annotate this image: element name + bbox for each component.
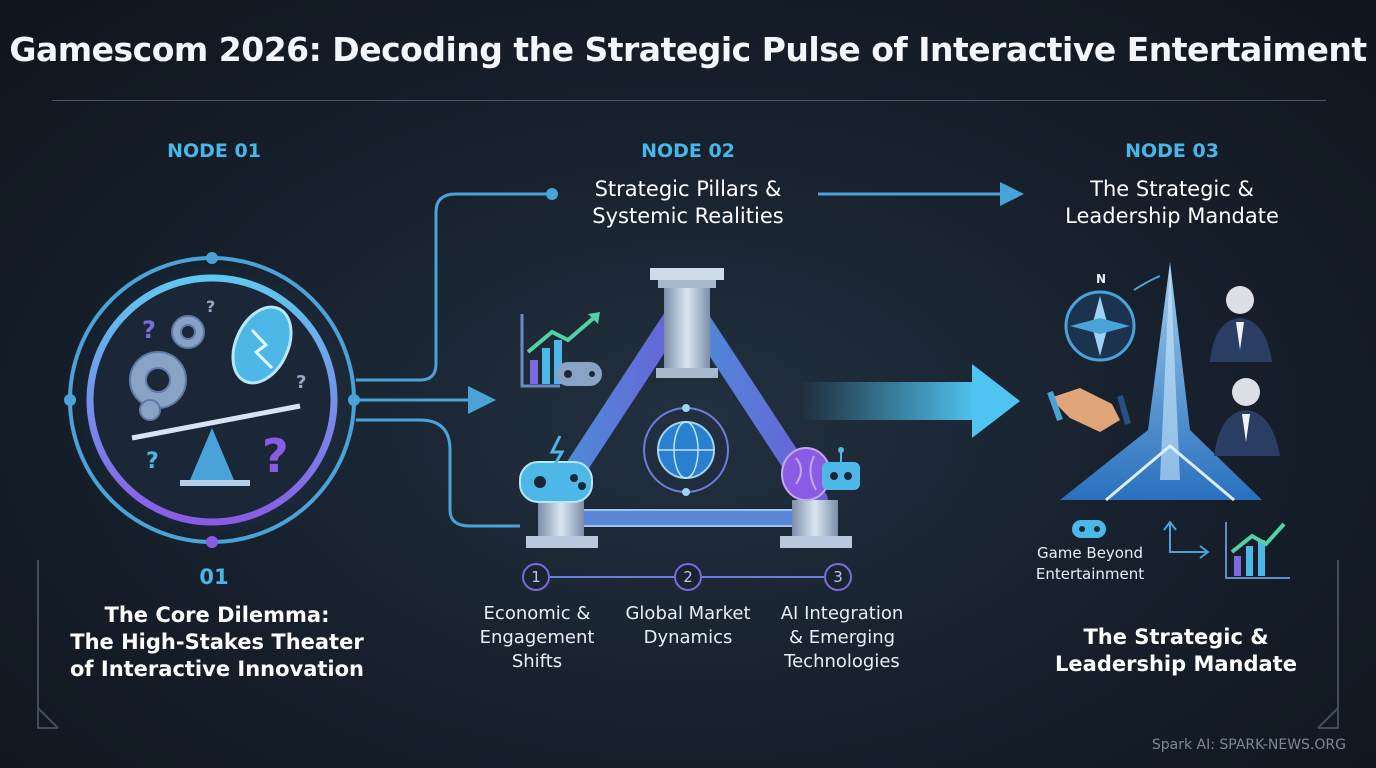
handshake-icon [1047, 388, 1131, 432]
corner-bracket-right [1317, 560, 1339, 729]
node3-heading-line1: The Strategic & [1090, 177, 1254, 201]
svg-text:?: ? [206, 297, 215, 316]
svg-text:?: ? [142, 316, 156, 344]
node1-heading-line1: The Core Dilemma: [104, 603, 330, 627]
spire-tower-icon [1060, 262, 1262, 502]
footer-credit: Spark AI: SPARK-NEWS.ORG [1151, 737, 1346, 753]
node3-caption: Game Beyond Entertainment [1022, 543, 1158, 585]
node3-label: NODE 03 [1125, 140, 1219, 162]
ai-brain-icon [781, 447, 831, 501]
question-mark-icon: ? ? ? ? ? [142, 297, 306, 483]
page-title: Gamescom 2026: Decoding the Strategic Pu… [9, 30, 1367, 69]
gamepad-icon [556, 362, 602, 386]
compass-north-label: N [1095, 272, 1107, 286]
pillar-3-line3: Technologies [784, 651, 900, 672]
node1-heading: The Core Dilemma: The High-Stakes Theate… [52, 602, 382, 683]
globe-icon [643, 404, 729, 496]
node3-bottom-line1: The Strategic & [1083, 625, 1269, 649]
pillar-1-number: 1 [531, 568, 541, 586]
pillar-1-line3: Shifts [511, 651, 563, 672]
node3-bottom-heading: The Strategic & Leadership Mandate [1036, 624, 1316, 678]
flow-arrow [800, 382, 976, 420]
gamepad-large-icon [519, 435, 593, 503]
growth-chart-icon [520, 312, 600, 388]
node1-label: NODE 01 [167, 140, 261, 162]
node1-number: 01 [199, 565, 229, 589]
pillar-3-label: AI Integration & Emerging Technologies [766, 602, 918, 674]
pillar-3-line2: & Emerging [788, 627, 896, 648]
node1-heading-line3: of Interactive Innovation [70, 657, 364, 681]
pillar-timeline [522, 563, 852, 591]
corner-bracket-left [37, 560, 59, 729]
connector-lines [356, 192, 548, 528]
cracked-shield-icon [231, 305, 293, 385]
leader-avatar-bottom [1214, 378, 1280, 456]
pillar-2-line2: Dynamics [643, 627, 733, 648]
pillar-base-right [780, 500, 852, 548]
node3-bottom-line2: Leadership Mandate [1055, 652, 1297, 676]
pillar-1-line1: Economic & [483, 603, 591, 624]
pillar-3-line1: AI Integration [780, 603, 904, 624]
node2-heading-line1: Strategic Pillars & [594, 177, 782, 201]
pillar-2-label: Global Market Dynamics [614, 602, 762, 650]
pillar-3-number: 3 [833, 568, 843, 586]
pillar-top-icon [650, 268, 724, 378]
node2-heading-line2: Systemic Realities [592, 204, 784, 228]
node3-caption-line1: Game Beyond [1036, 544, 1144, 562]
title-divider [52, 100, 1326, 101]
leader-avatar-top [1210, 286, 1272, 362]
svg-text:?: ? [296, 372, 306, 393]
node3-heading-line2: Leadership Mandate [1065, 204, 1279, 228]
robot-icon [822, 447, 860, 490]
pillar-2-line1: Global Market [625, 603, 751, 624]
node3-heading: The Strategic & Leadership Mandate [1032, 176, 1312, 230]
gear-icon [129, 315, 205, 421]
growth-chart-small-icon [1225, 522, 1290, 579]
svg-text:?: ? [146, 449, 159, 474]
svg-text:?: ? [262, 429, 289, 483]
node2-label: NODE 02 [641, 140, 735, 162]
balance-scale-icon [131, 403, 301, 486]
gamepad-small-icon [1072, 520, 1106, 538]
pillar-1-label: Economic & Engagement Shifts [466, 602, 608, 674]
node1-heading-line2: The High-Stakes Theater [70, 630, 364, 654]
node2-heading: Strategic Pillars & Systemic Realities [548, 176, 828, 230]
compass-icon [1064, 290, 1136, 362]
bent-arrow-icon [1163, 520, 1210, 559]
node3-caption-line2: Entertainment [1035, 565, 1145, 583]
pillar-1-line2: Engagement [479, 627, 595, 648]
pillar-base-left [526, 500, 598, 548]
pillar-2-number: 2 [683, 568, 693, 586]
